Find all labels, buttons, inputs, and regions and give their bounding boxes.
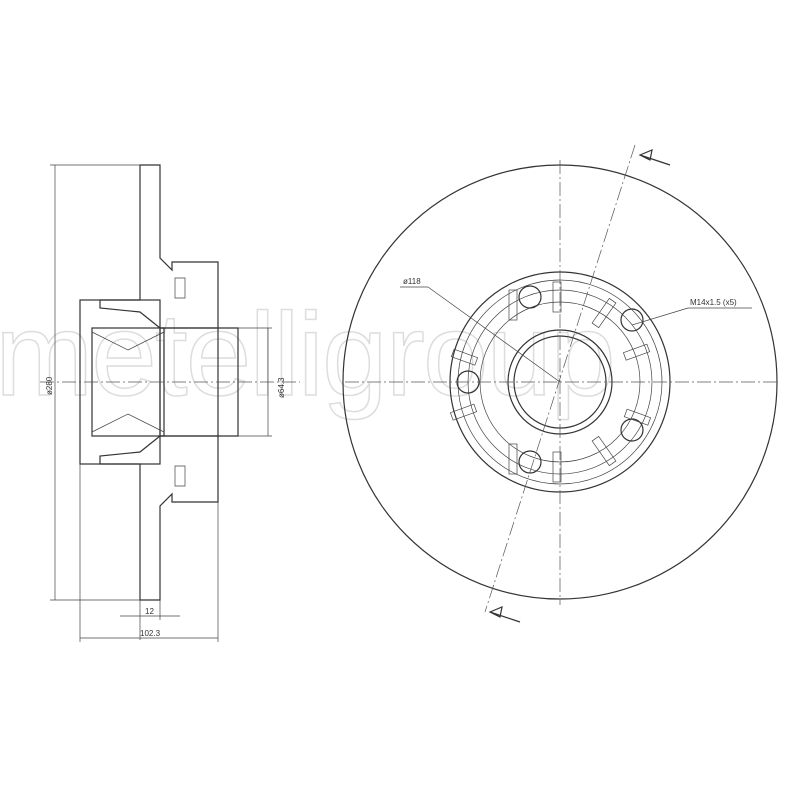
section-lower: [99, 435, 219, 601]
front-view: ø118 M14x1.5 (x5): [342, 144, 780, 623]
watermark-logo: metelligroup: [0, 289, 614, 421]
section-view: ø280 ø64.3 12 102.3: [40, 164, 300, 642]
bore-diameter-label: ø64.3: [277, 377, 286, 398]
section-arrow-top: [638, 149, 671, 166]
thickness-label: 12: [145, 607, 154, 616]
pcd-leader: [427, 286, 561, 383]
sensor-slots: [449, 281, 652, 483]
outer-diameter-label: ø280: [45, 376, 54, 395]
height-label: 102.3: [140, 629, 161, 638]
thread-label: M14x1.5 (x5): [690, 298, 737, 307]
stud-holes: [174, 277, 186, 487]
section-arrow-bottom: [488, 606, 521, 623]
thread-leader: [631, 307, 689, 326]
pcd-diameter-label: ø118: [403, 277, 421, 286]
section-line: [484, 144, 636, 613]
bearing-rollers: [91, 331, 165, 433]
